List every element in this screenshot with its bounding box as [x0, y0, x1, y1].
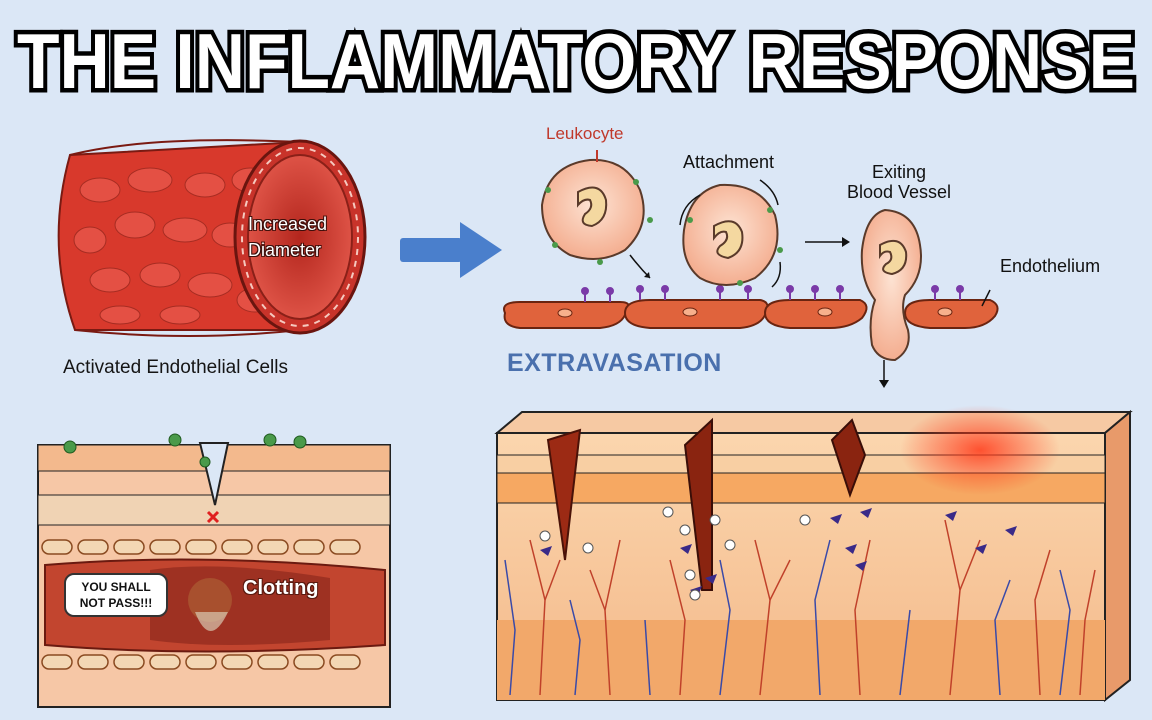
increased-diameter-label: Increased Diameter [248, 211, 327, 263]
page-title: THE INFLAMMATORY RESPONSE [17, 17, 1135, 105]
leukocyte-cell-2 [679, 179, 783, 288]
leukocyte-cell-1 [540, 150, 653, 279]
speech-bubble: YOU SHALL NOT PASS!!! [64, 573, 168, 617]
speech-bubble-line1: YOU SHALL [81, 580, 151, 594]
increased-diameter-line2: Diameter [248, 240, 322, 260]
movement-arrow [805, 237, 850, 247]
leukocyte-cell-3 [860, 208, 991, 388]
endothelium-label: Endothelium [1000, 256, 1101, 276]
exiting-line2: Blood Vessel [846, 182, 952, 202]
blood-vessel [57, 139, 367, 337]
increased-diameter-line1: Increased [248, 214, 328, 234]
endothelium-layer [503, 285, 999, 329]
vessel-caption: Activated Endothelial Cells [63, 357, 288, 378]
attachment-label: Attachment [683, 152, 775, 172]
exiting-label: Exiting Blood Vessel [836, 162, 962, 202]
title-graphic: THE INFLAMMATORY RESPONSE [13, 13, 1140, 110]
skin-panel [494, 405, 1133, 703]
leukocyte-label: Leukocyte [546, 124, 624, 143]
speech-bubble-line2: NOT PASS!!! [79, 596, 153, 610]
exiting-line1: Exiting [871, 162, 927, 182]
transition-arrow [400, 222, 502, 278]
clotting-panel [37, 433, 391, 708]
extravasation-caption: EXTRAVASATION [507, 349, 722, 377]
clotting-label: Clotting [243, 577, 319, 599]
